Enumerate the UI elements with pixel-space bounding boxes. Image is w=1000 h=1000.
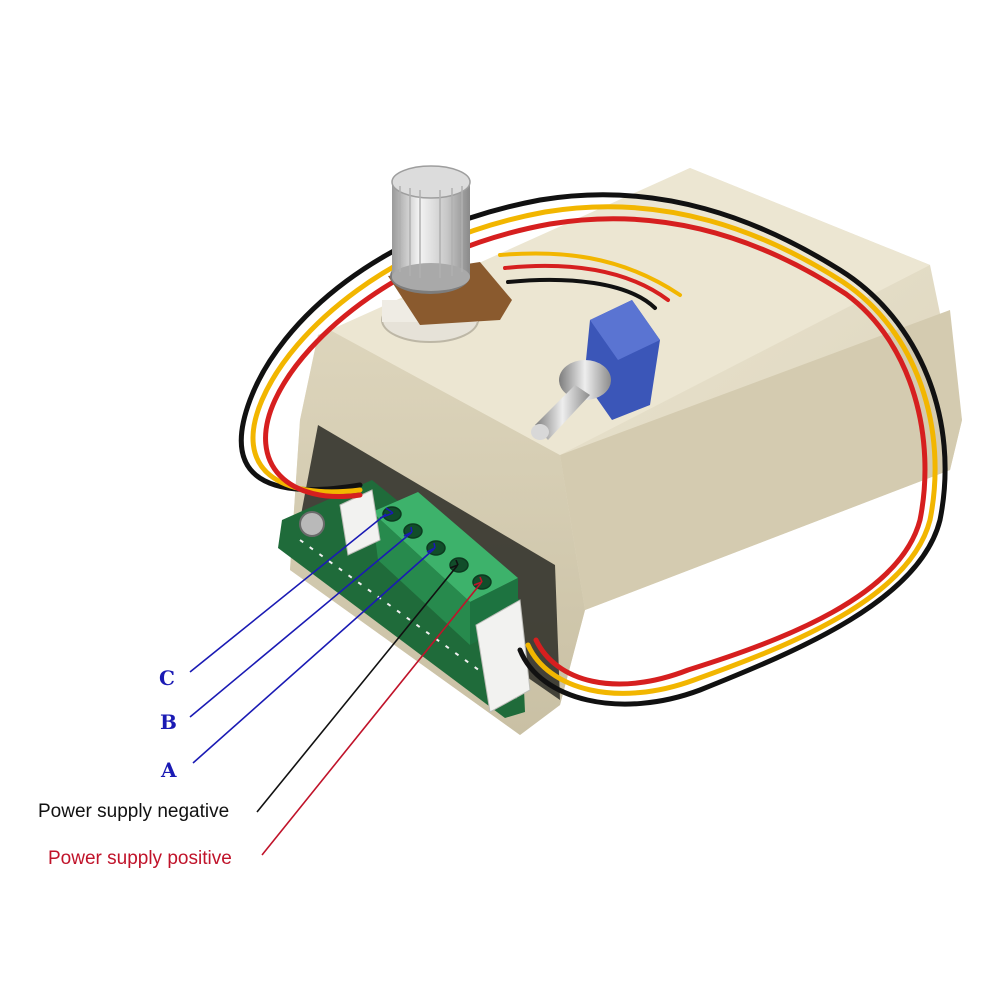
toggle-switch-icon <box>531 300 660 440</box>
label-power-negative: Power supply negative <box>38 801 230 822</box>
potentiometer-knob-icon <box>381 165 512 343</box>
label-a: A <box>161 758 177 782</box>
callout-line-negative <box>256 565 458 813</box>
circuit-board <box>278 480 525 718</box>
callout-line-b <box>189 532 412 718</box>
white-connector <box>339 489 531 713</box>
callout-line-a <box>192 548 435 764</box>
label-c: C <box>159 666 175 690</box>
callout-line-c <box>189 513 387 673</box>
label-b: B <box>160 710 177 734</box>
label-power-positive: Power supply positive <box>48 848 232 869</box>
callout-lines <box>189 507 483 856</box>
callout-line-positive <box>261 582 482 856</box>
wire-harness-icon <box>238 192 948 707</box>
